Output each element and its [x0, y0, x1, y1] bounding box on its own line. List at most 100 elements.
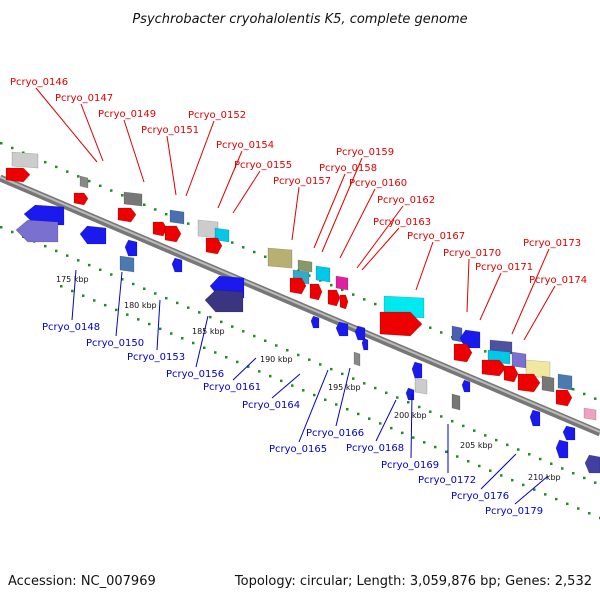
scale-dot [363, 298, 366, 301]
top-gene-label: Pcryo_0160 [349, 178, 407, 189]
scale-dot [214, 351, 217, 354]
scale-dot [187, 306, 190, 309]
top-gene-label: Pcryo_0158 [319, 163, 377, 174]
scale-dot [368, 417, 371, 420]
gene-feature [335, 321, 349, 337]
scale-dot [539, 457, 542, 461]
scale-dot [253, 334, 256, 338]
scale-dot [561, 467, 564, 470]
gene-feature [309, 283, 323, 301]
top-label-leader [321, 157, 363, 253]
gene-feature [405, 387, 415, 401]
scale-dot [308, 358, 311, 361]
bottom-gene-label: Pcryo_0148 [42, 322, 100, 333]
scale-dot [440, 415, 443, 418]
scale-dot [302, 389, 305, 392]
scale-dot [247, 365, 250, 368]
top-gene-label: Pcryo_0146 [10, 77, 68, 88]
scale-dot [154, 208, 157, 211]
gene-feature [171, 257, 183, 273]
gene-feature [354, 325, 366, 341]
scale-dot [346, 407, 349, 411]
map-title: Psychrobacter cryohalolentis K5, complet… [132, 12, 467, 27]
scale-dot [110, 273, 113, 276]
gene-feature [583, 407, 597, 421]
top-gene-label: Pcryo_0155 [234, 160, 292, 171]
gene-feature [557, 373, 573, 391]
top-label-leader [35, 87, 98, 163]
genome-summary-text: Topology: circular; Length: 3,059,876 bp… [234, 574, 592, 589]
scale-dot [429, 410, 432, 413]
bottom-gene-label: Pcryo_0166 [306, 428, 364, 439]
scale-dot [594, 397, 597, 400]
scale-dot [572, 471, 575, 475]
top-gene-label: Pcryo_0171 [475, 262, 533, 273]
top-label-leader [415, 241, 434, 291]
scale-dot [220, 320, 223, 324]
scale-dot [0, 142, 3, 145]
gene-feature [529, 409, 541, 427]
scale-dot [132, 282, 135, 286]
scale-dot [203, 346, 206, 349]
scale-dot [374, 302, 377, 306]
gene-feature [555, 439, 569, 459]
scale-dot [407, 401, 410, 404]
scale-dot [335, 403, 338, 406]
scale-dot [390, 426, 393, 430]
gene-feature [310, 315, 320, 329]
gene-feature [15, 219, 59, 243]
bottom-gene-label: Pcryo_0150 [86, 338, 144, 349]
gene-feature [453, 343, 473, 363]
scale-dot [566, 502, 569, 506]
scale-dot [330, 367, 333, 371]
scale-tick-label: 200 kbp [394, 411, 427, 420]
scale-dot [495, 438, 498, 442]
bottom-label-leader [156, 299, 161, 351]
scale-dot [500, 474, 503, 477]
bottom-label-leader [514, 475, 549, 505]
scale-dot [242, 330, 245, 333]
top-label-leader [217, 150, 243, 209]
top-label-leader [511, 248, 550, 335]
scale-dot [121, 194, 124, 197]
scale-dot [55, 249, 58, 253]
bottom-gene-label: Pcryo_0164 [242, 400, 300, 411]
gene-feature [481, 359, 507, 377]
gene-feature [124, 239, 138, 257]
gene-features [5, 151, 600, 474]
scale-tick-label: 180 kbp [124, 301, 157, 310]
scale-dot [115, 308, 118, 312]
scale-dot [484, 434, 487, 437]
scale-dot [445, 450, 448, 454]
scale-dot [341, 288, 344, 292]
scale-dot [280, 379, 283, 383]
bottom-gene-label: Pcryo_0172 [418, 475, 476, 486]
scale-dot [412, 436, 415, 439]
scale-dot [440, 331, 443, 334]
scale-dot [55, 165, 58, 169]
bottom-gene-label: Pcryo_0179 [485, 506, 543, 517]
scale-dot [511, 478, 514, 482]
scale-dot [385, 391, 388, 395]
scale-dot [352, 293, 355, 296]
gene-feature [79, 225, 107, 245]
scale-dot [77, 175, 80, 178]
scale-dot [594, 481, 597, 484]
scale-dot [379, 422, 382, 425]
gene-feature [459, 329, 481, 349]
bottom-gene-label: Pcryo_0169 [381, 460, 439, 471]
top-label-leader [361, 227, 400, 271]
scale-dot [176, 301, 179, 305]
top-label-leader [479, 272, 502, 321]
scale-dot [418, 405, 421, 409]
top-label-leader [523, 285, 556, 341]
scale-dot [264, 255, 267, 259]
gene-feature [204, 289, 244, 313]
gene-feature [315, 265, 331, 283]
gene-feature [562, 425, 576, 441]
gene-feature [339, 294, 349, 310]
gene-feature [451, 393, 461, 411]
scale-dot [192, 341, 195, 345]
scale-dot [209, 315, 212, 319]
scale-dot [66, 170, 69, 173]
